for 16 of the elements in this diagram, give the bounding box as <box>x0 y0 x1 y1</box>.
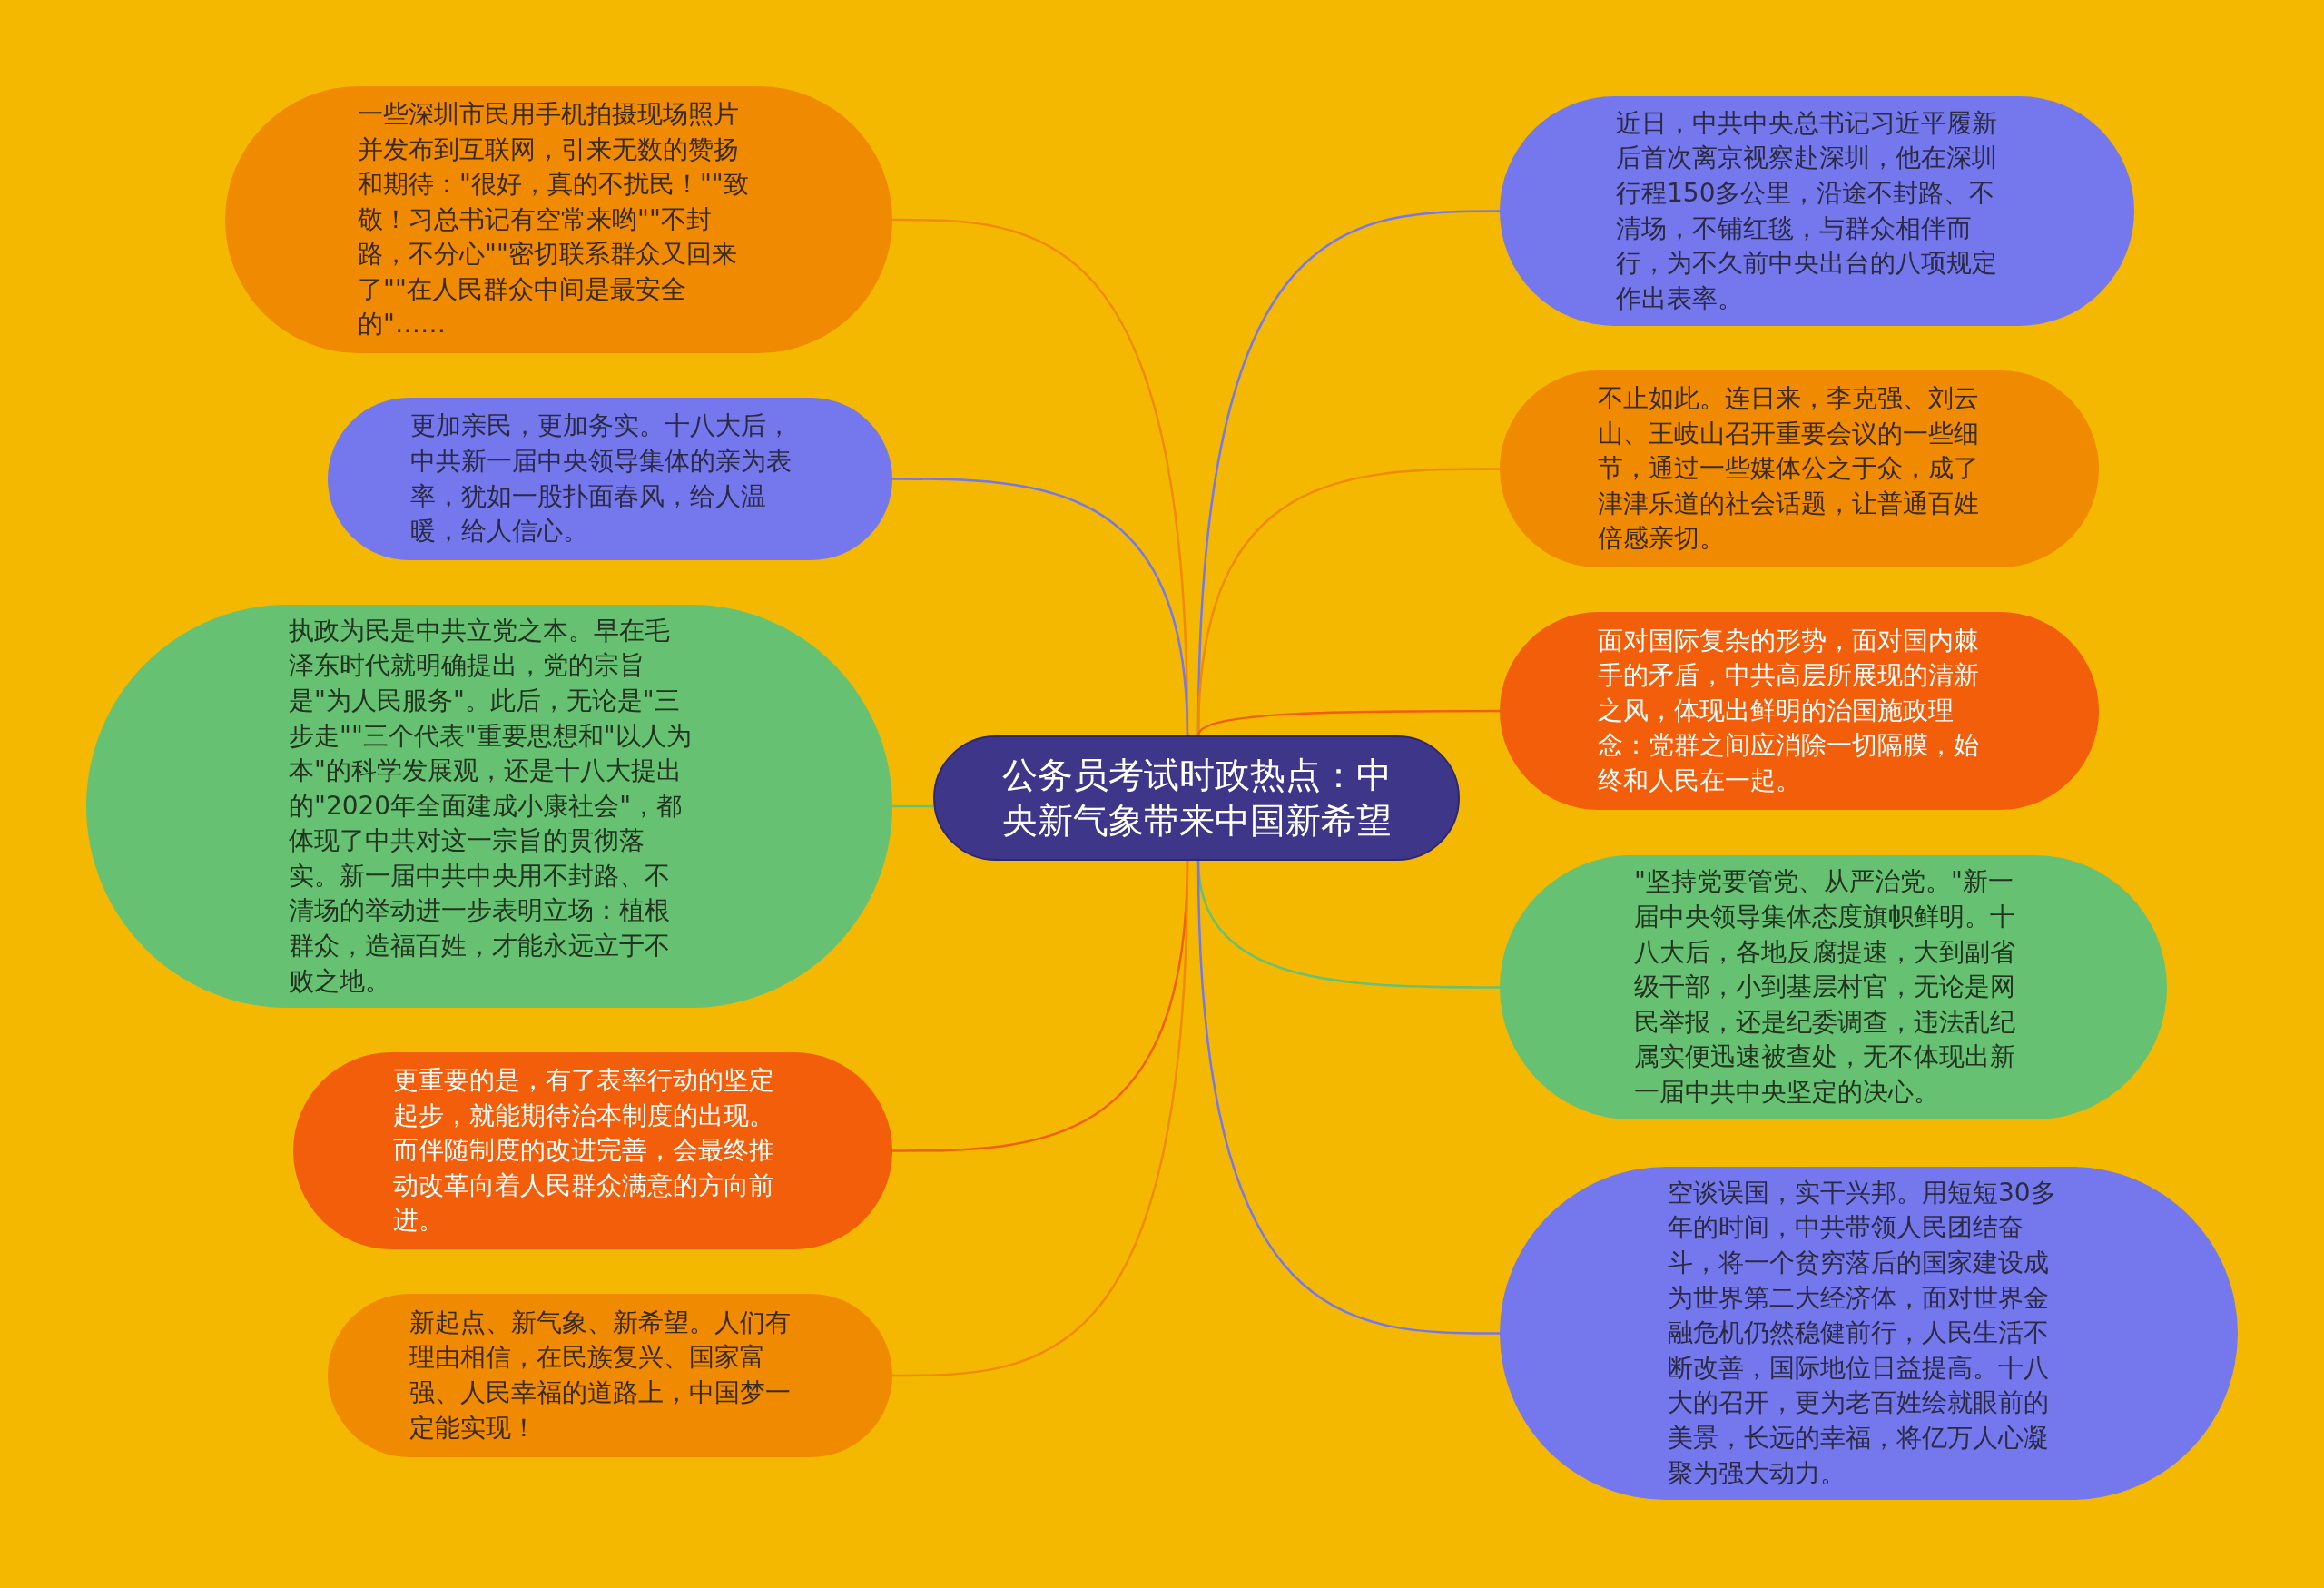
bubble-text: 空谈误国，实干兴邦。用短短30多年的时间，中共带领人民团结奋斗，将一个贫穷落后的国家建设成为世界第二大经济体，面对世界金融危机仍然稳健前行，人民生活不断改善，国际地位日益提高。十八大的召开，更为老百姓绘就眼前的美景，长远的幸福，将亿万人心凝聚为强大动力。 <box>1668 1176 2057 1490</box>
topic-title: 公务员考试时政热点：中央新气象带来中国新希望 <box>1000 754 1393 843</box>
bubble-text: "坚持党要管党、从严治党。"新一届中央领导集体态度旗帜鲜明。十八大后，各地反腐提速，大到副省级干部，小到基层村官，无论是网民举报，还是纪委调查，违法乱纪属实便迅速被查处，无不体现出新一届中共中央坚定的决心。 <box>1634 865 2016 1109</box>
bubble-text: 更加亲民，更加务实。十八大后，中共新一届中央领导集体的亲为表率，犹如一股扑面春风，给人温暖，给人信心。 <box>410 409 793 548</box>
bubble-text: 一些深圳市民用手机拍摄现场照片并发布到互联网，引来无数的赞扬和期待："很好，真的不扰民！""致敬！习总书记有空常来哟""不封路，不分心""密切联系群众又回来了""在人民群众中间是最安全的"…… <box>358 97 750 341</box>
connector-line <box>892 804 933 808</box>
bubble-text: 不止如此。连日来，李克强、刘云山、王岐山召开重要会议的一些细节，通过一些媒体公之于众，成了津津乐道的社会话题，让普通百姓倍感亲切。 <box>1598 382 1980 556</box>
connector-line <box>1196 860 1500 1335</box>
connector-line <box>892 478 1189 736</box>
bubble-text: 更重要的是，有了表率行动的坚定起步，就能期待治本制度的出现。而伴随制度的改进完善，会最终推动改革向着人民群众满意的方向前进。 <box>393 1064 775 1238</box>
connector-line <box>892 860 1189 1377</box>
bubble-text: 近日，中共中央总书记习近平履新后首次离京视察赴深圳，他在深圳行程150多公里，沿途不封路、不清场，不铺红毯，与群众相伴而行，为不久前中央出台的八项规定作出表率。 <box>1616 106 1998 315</box>
bubble-text: 面对国际复杂的形势，面对国内棘手的矛盾，中共高层所展现的清新之风，体现出鲜明的治国施政理念：党群之间应消除一切隔膜，始终和人民在一起。 <box>1598 624 1980 797</box>
connector-line <box>1196 709 1500 736</box>
bubble-text: 新起点、新气象、新希望。人们有理由相信，在民族复兴、国家富强、人民幸福的道路上，中国梦一定能实现！ <box>409 1306 792 1445</box>
bubble-text: 执政为民是中共立党之本。早在毛泽东时代就明确提出，党的宗旨是"为人民服务"。此后，无论是"三步走""三个代表"重要思想和"以人为本"的科学发展观，还是十八大提出的"2020年全面建成小康社会"，都体现了中共对这一宗旨的贯彻落实。新一届中共中央用不封路、不清场的举动进一步表明立场：植根群众，造福百姓，才能永远立于不败之地。 <box>289 614 693 998</box>
